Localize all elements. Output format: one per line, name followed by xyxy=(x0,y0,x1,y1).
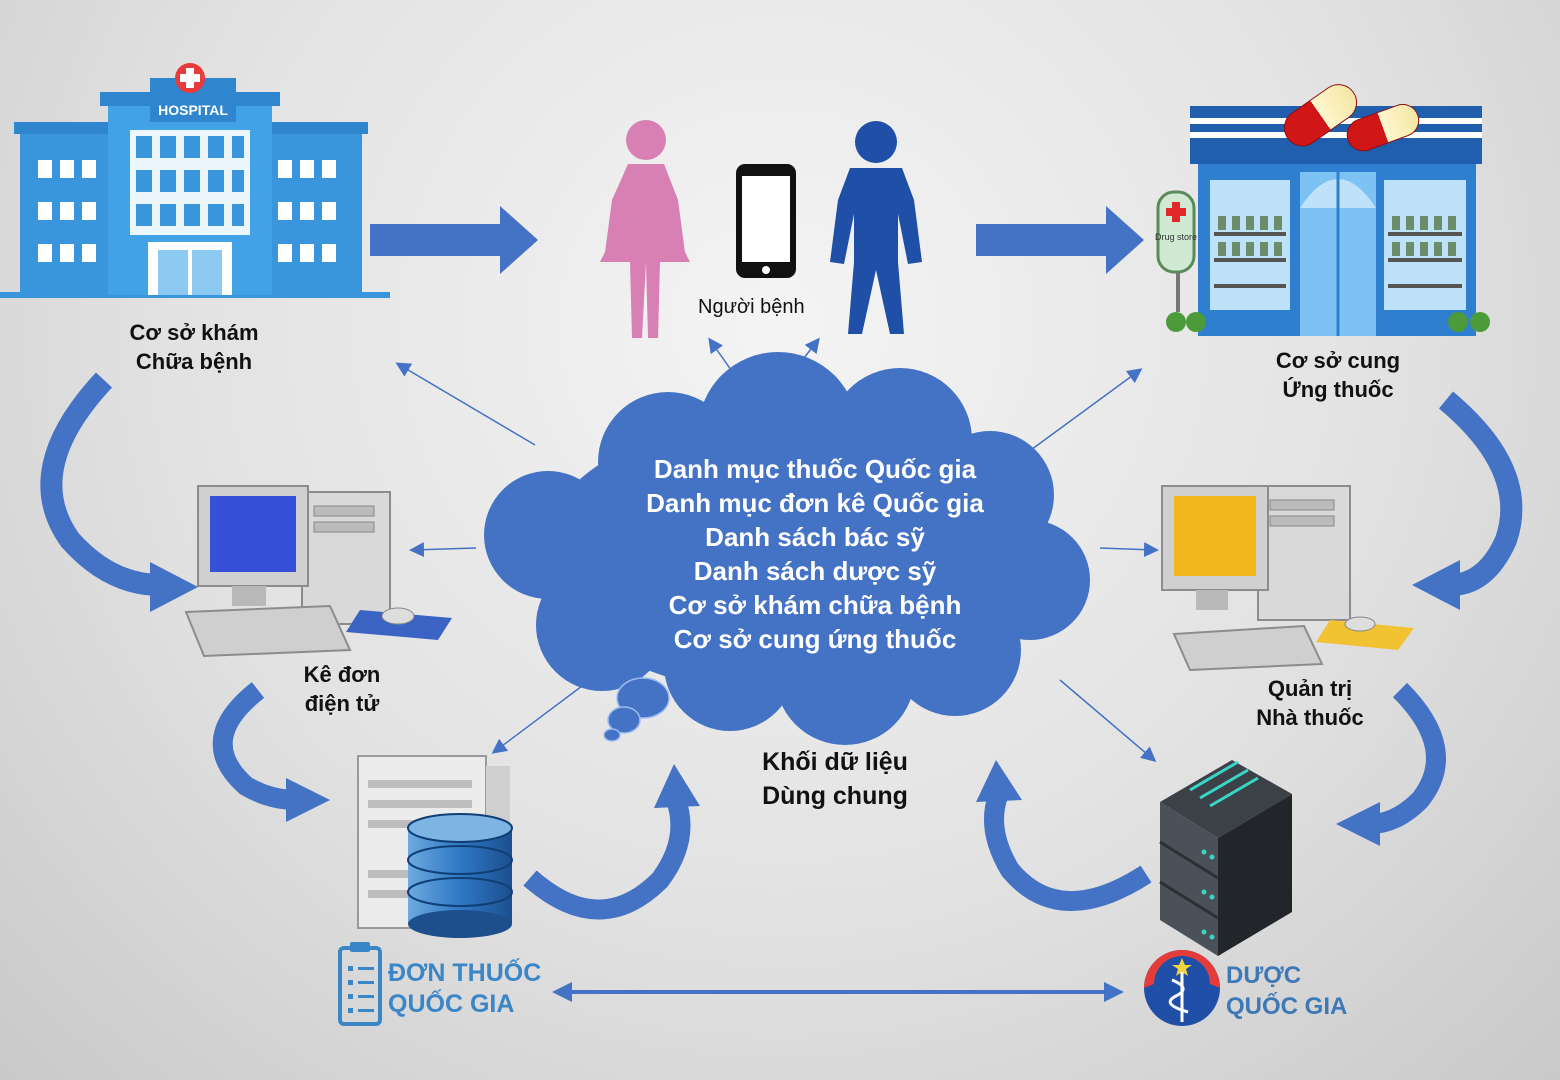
rack-to-cloud-arrow xyxy=(976,760,1152,911)
phone-icon xyxy=(736,164,796,278)
hospital-to-eprescription-arrow xyxy=(40,372,198,612)
pharmacy-sign: Drug store xyxy=(1155,232,1197,242)
pharmacy-label: Cơ sở cung Ứng thuốc xyxy=(1275,348,1401,402)
hospital-to-patient-arrow xyxy=(370,206,538,274)
right-computer-icon xyxy=(1161,485,1414,672)
admin-to-rack-arrow xyxy=(1336,682,1446,846)
hospital-icon: HOSPITAL xyxy=(0,63,390,298)
cloud-item: Cơ sở khám chữa bệnh xyxy=(668,590,962,620)
man-icon xyxy=(830,121,922,334)
eprescription-label: Kê đơn điện tử xyxy=(303,662,381,716)
cloud-item: Danh sách dược sỹ xyxy=(693,556,937,586)
duoc-quoc-gia-logo: DƯỢC QUỐC GIA xyxy=(1226,962,1348,1020)
caduceus-emblem-icon xyxy=(1144,950,1220,1026)
logos-bidirectional-arrow xyxy=(552,982,1124,1002)
patient-label: Người bệnh xyxy=(698,296,805,318)
eprescription-to-database-arrow xyxy=(212,682,330,822)
hospital-label: Cơ sở khám Chữa bệnh xyxy=(129,320,259,374)
database-to-cloud-arrow xyxy=(523,764,700,920)
pharmacy-admin-label: Quản trị Nhà thuốc xyxy=(1256,676,1364,730)
database-server-icon xyxy=(357,755,513,938)
shared-data-cloud xyxy=(484,352,1090,745)
pharmacy-to-admin-arrow xyxy=(1412,391,1523,610)
don-thuoc-quoc-gia-logo: ĐƠN THUỐC QUỐC GIA xyxy=(388,959,542,1018)
patient-to-pharmacy-arrow xyxy=(976,206,1144,274)
pharmacy-icon: Drug store xyxy=(1155,84,1490,336)
clipboard-icon xyxy=(338,942,382,1026)
cloud-item: Danh mục đơn kê Quốc gia xyxy=(646,488,984,518)
server-rack-icon xyxy=(1159,760,1292,956)
hospital-sign: HOSPITAL xyxy=(158,102,228,118)
cloud-item: Danh mục thuốc Quốc gia xyxy=(653,454,977,484)
shared-data-label: Khối dữ liệu Dùng chung xyxy=(762,748,908,810)
woman-icon xyxy=(600,120,690,338)
cloud-link-arrows xyxy=(395,337,1159,762)
left-computer-icon xyxy=(184,485,452,658)
cloud-data-list: Danh mục thuốc Quốc gia Danh mục đơn kê … xyxy=(585,452,1045,656)
cloud-item: Cơ sở cung ứng thuốc xyxy=(673,624,957,654)
cloud-item: Danh sách bác sỹ xyxy=(705,522,925,552)
